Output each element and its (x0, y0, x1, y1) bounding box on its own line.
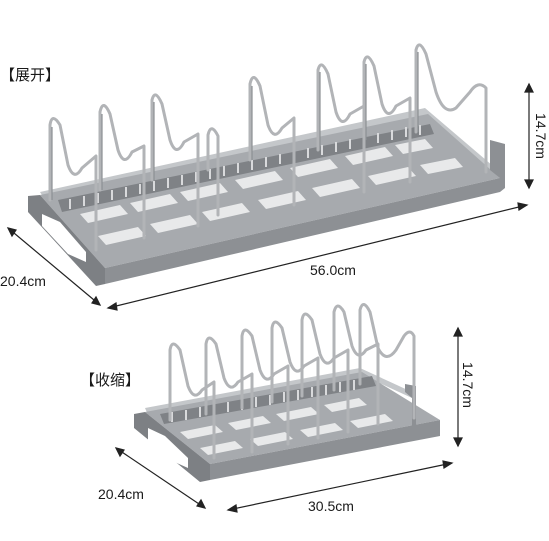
collapsed-tray-slots (180, 398, 393, 455)
expanded-height-label: 14.7cm (533, 113, 549, 159)
expanded-tray-right-wall (490, 140, 505, 192)
expanded-rack (6, 43, 534, 311)
expanded-tray-front-wall (105, 178, 500, 284)
collapsed-handle-hole (148, 428, 188, 468)
collapsed-depth-label: 20.4cm (98, 486, 144, 502)
collapsed-width-label: 30.5cm (308, 498, 354, 514)
expanded-handle-hole (42, 214, 86, 262)
expanded-tray-slots (80, 139, 463, 245)
collapsed-dimension-lines (114, 326, 463, 513)
collapsed-tray-front-wall (210, 420, 440, 480)
expanded-state-label: 【展开】 (0, 67, 61, 84)
collapsed-state-label: 【收缩】 (80, 372, 141, 389)
expanded-dimension-lines (6, 82, 534, 311)
collapsed-height-label: 14.7cm (460, 362, 476, 408)
expanded-depth-label: 20.4cm (0, 273, 46, 289)
expanded-width-label: 56.0cm (310, 262, 356, 278)
collapsed-rack (114, 303, 463, 513)
expanded-wire-shadows (51, 52, 419, 200)
expanded-tray-teeth (58, 124, 434, 212)
expanded-wire-dividers (48, 43, 488, 252)
collapsed-wire-dividers (168, 303, 416, 460)
